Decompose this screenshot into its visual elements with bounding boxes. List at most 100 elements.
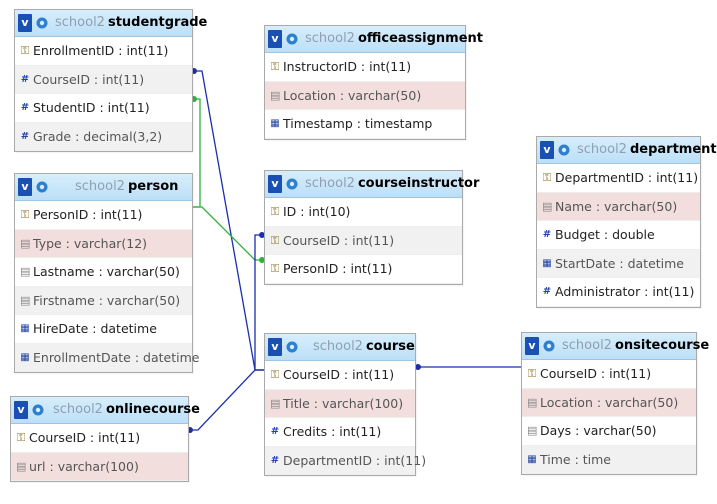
- column-row[interactable]: #StudentID : int(11): [15, 94, 192, 123]
- date-icon: ▦: [527, 453, 537, 465]
- gear-icon[interactable]: [35, 16, 49, 30]
- column-label: HireDate : datetime: [33, 321, 157, 336]
- column-label: Title : varchar(100): [283, 395, 404, 411]
- gear-icon[interactable]: [31, 403, 45, 417]
- column-label: PersonID : int(11): [33, 207, 143, 222]
- column-row[interactable]: ▤Location : varchar(50): [265, 81, 465, 110]
- database-name: school2: [53, 402, 103, 417]
- column-row[interactable]: ⚿PersonID : int(11): [265, 255, 462, 284]
- column-row[interactable]: #CourseID : int(11): [15, 65, 192, 94]
- toggle-columns-button[interactable]: v: [18, 178, 32, 196]
- key-icon: ⚿: [270, 205, 280, 218]
- column-label: DepartmentID : int(11): [283, 452, 427, 468]
- column-row[interactable]: ⚿EnrollmentID : int(11): [15, 37, 192, 66]
- database-name: school2: [55, 15, 105, 30]
- column-row[interactable]: #Administrator : int(11): [537, 278, 700, 307]
- column-row[interactable]: ▦StartDate : datetime: [537, 249, 700, 278]
- toggle-columns-button[interactable]: v: [14, 401, 28, 419]
- column-row[interactable]: ▤Firstname : varchar(50): [15, 286, 192, 315]
- gear-icon[interactable]: [285, 340, 299, 354]
- column-row[interactable]: #Credits : int(11): [265, 418, 415, 447]
- table-name: onsitecourse: [614, 338, 710, 353]
- toggle-columns-button[interactable]: v: [268, 175, 282, 193]
- column-row[interactable]: ▤Days : varchar(50): [522, 417, 696, 446]
- column-row[interactable]: ⚿ID : int(10): [265, 198, 462, 227]
- hash-icon: #: [20, 130, 30, 142]
- database-name: school2: [305, 31, 355, 46]
- column-row[interactable]: ⚿DepartmentID : int(11): [537, 164, 700, 193]
- text-icon: ▤: [270, 88, 281, 102]
- column-label: CourseID : int(11): [283, 367, 395, 382]
- column-row[interactable]: ▤Lastname : varchar(50): [15, 258, 192, 287]
- column-label: DepartmentID : int(11): [555, 170, 699, 185]
- database-name: school2: [562, 338, 612, 353]
- column-row[interactable]: #Budget : double: [537, 221, 700, 250]
- key-icon: ⚿: [20, 208, 30, 221]
- database-name: school2: [577, 142, 627, 157]
- key-icon: ⚿: [270, 262, 280, 275]
- toggle-columns-button[interactable]: v: [540, 141, 554, 159]
- gear-icon[interactable]: [557, 143, 571, 157]
- column-row[interactable]: ⚿PersonID : int(11): [15, 201, 192, 230]
- column-row[interactable]: ⚿CourseID : int(11): [265, 361, 415, 390]
- column-row[interactable]: ⚿InstructorID : int(11): [265, 53, 465, 82]
- column-row[interactable]: #DepartmentID : int(11): [265, 446, 426, 475]
- gear-icon[interactable]: [542, 339, 556, 353]
- database-name: school2: [75, 179, 125, 194]
- gear-icon[interactable]: [285, 177, 299, 191]
- hash-icon: #: [270, 426, 280, 437]
- table-name: course: [365, 339, 415, 354]
- column-label: url : varchar(100): [29, 458, 139, 474]
- column-row[interactable]: ▦Timestamp : timestamp: [265, 110, 465, 139]
- key-icon: ⚿: [20, 44, 30, 57]
- column-row[interactable]: ▦HireDate : datetime: [15, 315, 192, 344]
- column-label: PersonID : int(11): [283, 261, 393, 276]
- toggle-columns-button[interactable]: v: [268, 30, 282, 48]
- table-name: studentgrade: [107, 15, 208, 30]
- table-name: person: [127, 179, 179, 194]
- column-label: CourseID : int(11): [540, 366, 652, 381]
- column-row[interactable]: ▤Title : varchar(100): [265, 389, 415, 418]
- key-icon: ⚿: [16, 431, 26, 444]
- key-icon: ⚿: [542, 171, 552, 184]
- toggle-columns-button[interactable]: v: [268, 338, 282, 356]
- column-row[interactable]: ▤Name : varchar(50): [537, 192, 700, 221]
- column-label: Credits : int(11): [283, 424, 382, 439]
- text-icon: ▤: [527, 395, 538, 409]
- hash-icon: #: [542, 286, 552, 297]
- column-label: InstructorID : int(11): [283, 59, 412, 74]
- column-row[interactable]: ⚿CourseID : int(11): [265, 226, 462, 255]
- toggle-columns-button[interactable]: v: [18, 14, 32, 32]
- text-icon: ▤: [20, 236, 31, 250]
- column-row[interactable]: ▤Type : varchar(12): [15, 229, 192, 258]
- toggle-columns-button[interactable]: v: [525, 337, 539, 355]
- column-row[interactable]: ▤url : varchar(100): [11, 452, 188, 481]
- column-row[interactable]: ▤Location : varchar(50): [522, 388, 696, 417]
- column-label: CourseID : int(11): [29, 430, 141, 445]
- column-label: EnrollmentDate : datetime: [33, 349, 200, 365]
- column-row[interactable]: #Grade : decimal(3,2): [15, 122, 192, 151]
- column-row[interactable]: ⚿CourseID : int(11): [522, 360, 696, 389]
- column-row[interactable]: ⚿CourseID : int(11): [11, 424, 188, 453]
- column-row[interactable]: ▦EnrollmentDate : datetime: [15, 343, 199, 372]
- column-row[interactable]: ▦Time : time: [522, 445, 696, 474]
- gear-icon[interactable]: [35, 180, 49, 194]
- column-label: Budget : double: [555, 227, 655, 242]
- gear-icon[interactable]: [285, 32, 299, 46]
